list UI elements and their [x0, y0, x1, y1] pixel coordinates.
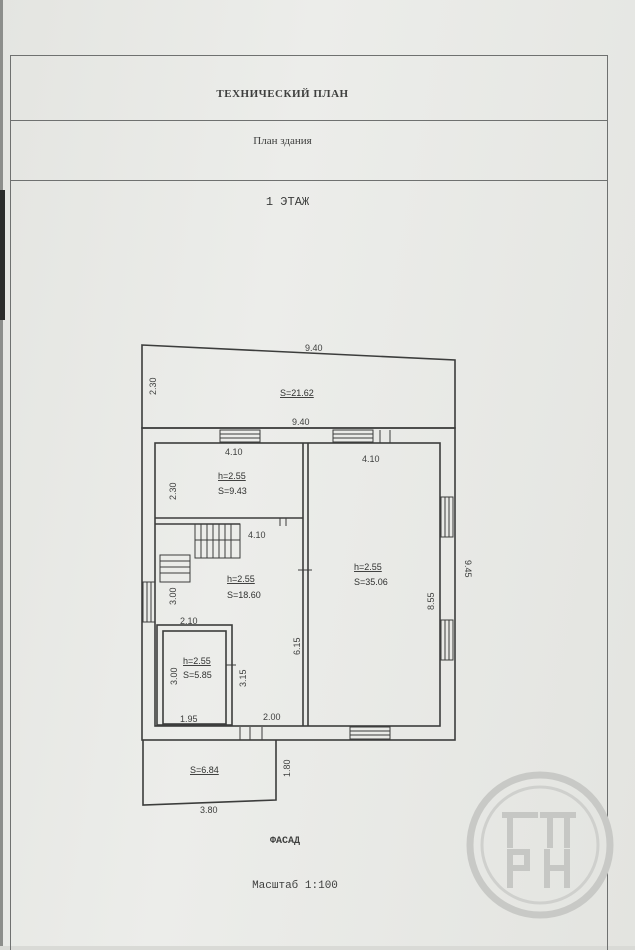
watermark-logo: [466, 771, 614, 919]
binder-edge: [0, 0, 3, 946]
staircase: [159, 523, 241, 583]
dim-bath-height-left: 3.00: [169, 667, 179, 685]
dim-upper-room-height: 2.30: [168, 482, 178, 500]
room4-area: S=35.06: [354, 577, 388, 587]
house-inner-wall: [154, 442, 441, 727]
dim-terrace-width: 9.40: [305, 343, 323, 353]
room2-height: h=2.55: [227, 574, 255, 584]
dim-terrace-height: 2.30: [148, 377, 158, 395]
terrace-area: S=21.62: [280, 388, 314, 398]
dim-inner-right-height: 8.55: [426, 592, 436, 610]
window-bottom: [349, 726, 391, 740]
room1-height: h=2.55: [218, 471, 246, 481]
document-title: ТЕХНИЧЕСКИЙ ПЛАН: [216, 88, 349, 100]
window-top-left: [219, 429, 261, 443]
porch-outline: [142, 740, 277, 806]
room3-area: S=5.85: [183, 670, 212, 680]
dim-window-top-right: 4.10: [362, 454, 380, 464]
window-left: [142, 581, 156, 623]
binder-clip: [0, 190, 5, 320]
facade-label: ФАСАД: [269, 836, 300, 847]
drawing-frame: [10, 55, 608, 950]
header-divider: [10, 120, 608, 121]
dim-right-height: 9.45: [463, 560, 473, 578]
dim-bath-width: 2.10: [180, 616, 198, 626]
bathroom-walls: [156, 624, 233, 726]
dim-corridor-height: 6.15: [292, 637, 302, 655]
window-right-upper: [440, 496, 454, 538]
header-divider-bottom: [10, 180, 608, 181]
dim-stair: 4.10: [248, 530, 266, 540]
dim-bath-height-right: 3.15: [238, 669, 248, 687]
dim-porch-width: 3.80: [200, 805, 218, 815]
room4-height: h=2.55: [354, 562, 382, 572]
room1-area: S=9.43: [218, 486, 247, 496]
dim-mid-room-height: 3.00: [168, 587, 178, 605]
dim-house-width: 9.40: [292, 417, 310, 427]
porch-area: S=6.84: [190, 765, 219, 775]
floor-label: 1 ЭТАЖ: [265, 195, 310, 209]
dim-bottom-mid: 2.00: [263, 712, 281, 722]
terrace-outline: [141, 344, 456, 429]
room3-height: h=2.55: [183, 656, 211, 666]
house-outer-wall: [141, 427, 456, 741]
scale-label: Масштаб 1:100: [252, 880, 338, 892]
window-top-right: [332, 429, 374, 443]
window-right-lower: [440, 619, 454, 661]
room2-area: S=18.60: [227, 590, 261, 600]
document-subtitle: План здания: [253, 135, 312, 147]
dim-bottom-left: 1.95: [180, 714, 198, 724]
dim-window-top-left: 4.10: [225, 447, 243, 457]
dim-porch-height: 1.80: [282, 759, 292, 777]
